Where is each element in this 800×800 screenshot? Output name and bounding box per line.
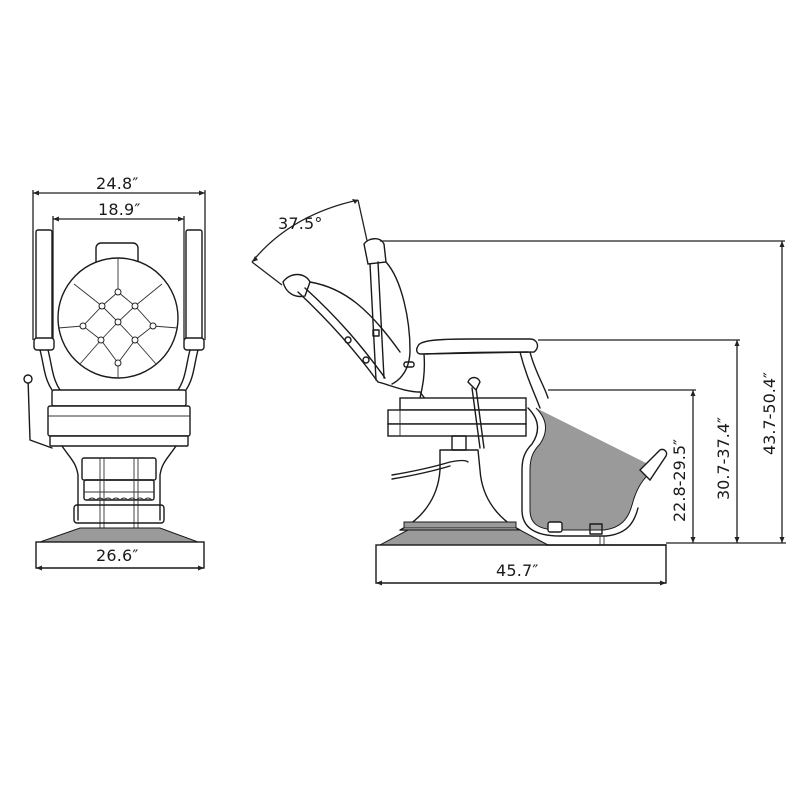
label-overall-height: 43.7-50.4″ [760,372,779,455]
dimension-height-lines [380,240,786,544]
label-seat-width: 18.9″ [98,200,141,219]
dimension-overall-width [32,190,206,340]
dimension-base-width [36,565,204,571]
dimension-seat-width [52,216,185,340]
label-base-width: 26.6″ [96,546,139,565]
label-recline-angle: 37.5° [278,214,323,233]
dimension-total-length [376,580,666,586]
dimension-recline-angle [251,199,369,286]
label-total-length: 45.7″ [496,561,539,580]
front-view [23,190,206,571]
label-overall-width: 24.8″ [96,174,139,193]
side-view [251,199,786,586]
label-armrest-height: 30.7-37.4″ [714,417,733,500]
label-seat-height: 22.8-29.5″ [670,439,689,522]
